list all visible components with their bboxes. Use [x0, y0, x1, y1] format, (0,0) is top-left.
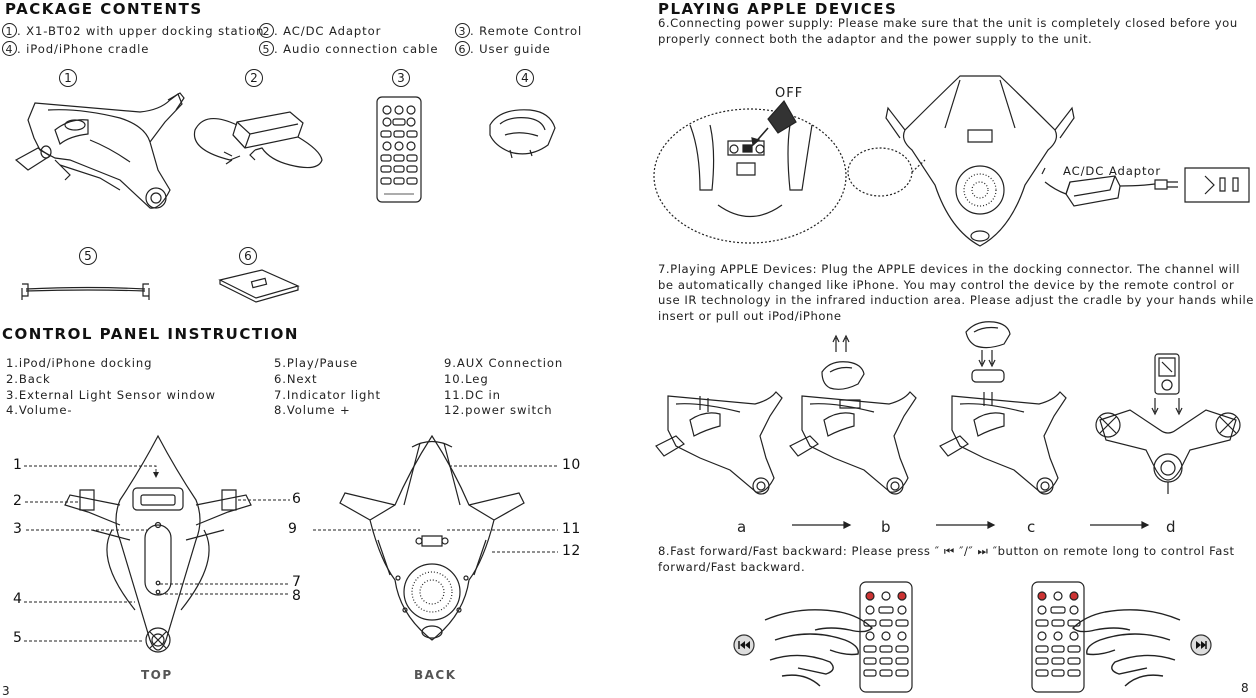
speaker-dock-drawing [16, 93, 184, 208]
remote-right [1032, 582, 1084, 692]
package-item-6: 6. User guide [455, 41, 551, 56]
callout-10: 10 [562, 457, 581, 473]
package-item-2: 2. AC/DC Adaptor [259, 23, 381, 38]
cradle-drawing [490, 110, 555, 158]
package-item-1: 1. X1-BT02 with upper docking station [2, 23, 264, 38]
illustration-number-1: 1 [59, 69, 77, 87]
package-item-3: 3. Remote Control [455, 23, 582, 38]
back-leader-lines [313, 466, 558, 552]
package-item-4: 4. iPod/iPhone cradle [2, 41, 149, 56]
step-label-c: c [1027, 518, 1036, 536]
callout-7: 7 [292, 574, 302, 590]
illustration-number-4: 4 [516, 69, 534, 87]
callout-12: 12 [562, 543, 581, 559]
page-number-right: 8 [1241, 681, 1249, 695]
callout-5: 5 [13, 630, 23, 646]
page-number-left: 3 [2, 684, 10, 698]
callout-8: 8 [292, 588, 302, 604]
side-view-a [656, 392, 782, 494]
step-label-d: d [1166, 518, 1176, 536]
top-view-label: TOP [141, 668, 173, 682]
back-view-drawing [340, 436, 524, 640]
adaptor-label: AC/DC Adaptor [1063, 164, 1162, 178]
illustration-number-5: 5 [79, 247, 97, 265]
playing-apple-devices-title: PLAYING APPLE DEVICES [658, 0, 898, 18]
hand-right [1073, 610, 1180, 686]
ac-adaptor-drawing [194, 112, 322, 168]
remote-left [860, 582, 912, 692]
side-view-c [940, 392, 1066, 494]
top-view-drawing [65, 436, 251, 652]
hand-left [765, 610, 872, 686]
illustration-number-3: 3 [392, 69, 410, 87]
step8-text: 8.Fast forward/Fast backward: Please pre… [658, 544, 1235, 574]
callout-4: 4 [13, 591, 23, 607]
package-contents-title: PACKAGE CONTENTS [5, 0, 203, 18]
next-track-icon [1191, 635, 1211, 655]
illustration-number-6: 6 [239, 247, 257, 265]
callout-2: 2 [13, 493, 23, 509]
back-view-label: BACK [414, 668, 457, 682]
package-item-5: 5. Audio connection cable [259, 41, 438, 56]
callout-9: 9 [288, 521, 298, 537]
step-label-a: a [737, 518, 747, 536]
step-label-b: b [881, 518, 891, 536]
control-panel-title: CONTROL PANEL INSTRUCTION [2, 325, 299, 343]
callout-1: 1 [13, 457, 23, 473]
step7-text: 7.Playing APPLE Devices: Plug the APPLE … [658, 262, 1254, 323]
callout-6: 6 [292, 491, 302, 507]
user-guide-drawing [220, 270, 298, 302]
callout-3: 3 [13, 521, 23, 537]
callout-11: 11 [562, 521, 581, 537]
illustration-number-2: 2 [245, 69, 263, 87]
side-view-b [790, 392, 916, 494]
off-label: OFF [775, 86, 804, 101]
remote-control-drawing [377, 97, 421, 202]
top-view-d [1096, 410, 1240, 494]
previous-track-icon [734, 635, 754, 655]
audio-cable-drawing [22, 284, 149, 300]
step6-text: 6.Connecting power supply: Please make s… [658, 16, 1238, 46]
